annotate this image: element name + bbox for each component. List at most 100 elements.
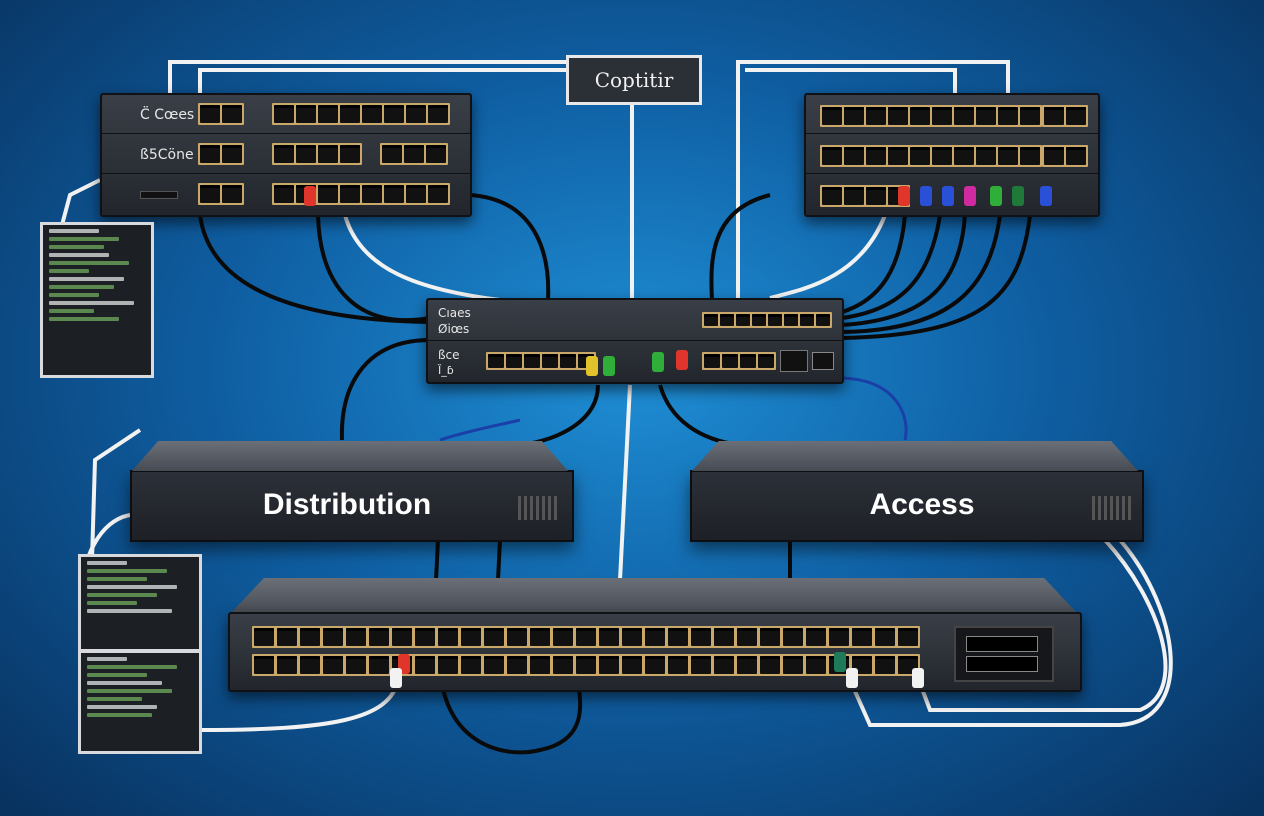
port[interactable]: [346, 628, 366, 646]
port[interactable]: [844, 187, 864, 205]
port[interactable]: [998, 107, 1018, 125]
terminal-window-top[interactable]: [40, 222, 154, 378]
port[interactable]: [318, 185, 338, 203]
port[interactable]: [428, 185, 448, 203]
port[interactable]: [222, 185, 242, 203]
port[interactable]: [507, 628, 527, 646]
port[interactable]: [932, 147, 952, 165]
port[interactable]: [954, 107, 974, 125]
port[interactable]: [461, 656, 481, 674]
port[interactable]: [323, 656, 343, 674]
port[interactable]: [576, 628, 596, 646]
port[interactable]: [691, 628, 711, 646]
port[interactable]: [274, 145, 294, 163]
port[interactable]: [222, 105, 242, 123]
port[interactable]: [668, 628, 688, 646]
port[interactable]: [599, 656, 619, 674]
port[interactable]: [875, 628, 895, 646]
port[interactable]: [296, 145, 316, 163]
port[interactable]: [277, 656, 297, 674]
port[interactable]: [668, 656, 688, 674]
port[interactable]: [1066, 147, 1086, 165]
port[interactable]: [866, 187, 886, 205]
sfp-slot[interactable]: [966, 656, 1038, 672]
port[interactable]: [488, 354, 504, 368]
port[interactable]: [783, 656, 803, 674]
port[interactable]: [1020, 147, 1040, 165]
port[interactable]: [382, 145, 402, 163]
port[interactable]: [507, 656, 527, 674]
port[interactable]: [384, 105, 404, 123]
port[interactable]: [760, 656, 780, 674]
port[interactable]: [369, 656, 389, 674]
port[interactable]: [222, 145, 242, 163]
white-plug[interactable]: [846, 668, 858, 688]
white-plug[interactable]: [912, 668, 924, 688]
red-plug[interactable]: [676, 350, 688, 370]
port[interactable]: [428, 105, 448, 123]
port[interactable]: [599, 628, 619, 646]
port[interactable]: [300, 628, 320, 646]
port[interactable]: [806, 628, 826, 646]
port[interactable]: [760, 628, 780, 646]
port[interactable]: [274, 105, 294, 123]
port[interactable]: [888, 147, 908, 165]
port[interactable]: [829, 628, 849, 646]
magenta-plug[interactable]: [964, 186, 976, 206]
port[interactable]: [346, 656, 366, 674]
uplink-module[interactable]: [954, 626, 1054, 682]
port[interactable]: [506, 354, 522, 368]
port[interactable]: [622, 656, 642, 674]
port[interactable]: [406, 105, 426, 123]
sfp-slot[interactable]: [966, 636, 1038, 652]
port[interactable]: [714, 628, 734, 646]
port[interactable]: [277, 628, 297, 646]
port[interactable]: [1044, 107, 1064, 125]
port[interactable]: [852, 628, 872, 646]
port[interactable]: [404, 145, 424, 163]
port[interactable]: [484, 628, 504, 646]
port[interactable]: [976, 147, 996, 165]
port[interactable]: [392, 628, 412, 646]
green-plug[interactable]: [652, 352, 664, 372]
port[interactable]: [384, 185, 404, 203]
port[interactable]: [340, 185, 360, 203]
port[interactable]: [406, 185, 426, 203]
port[interactable]: [553, 656, 573, 674]
port[interactable]: [1044, 147, 1064, 165]
port[interactable]: [822, 147, 842, 165]
port[interactable]: [530, 656, 550, 674]
port[interactable]: [415, 656, 435, 674]
port[interactable]: [524, 354, 540, 368]
port[interactable]: [323, 628, 343, 646]
port[interactable]: [704, 354, 720, 368]
port[interactable]: [530, 628, 550, 646]
port[interactable]: [691, 656, 711, 674]
red-plug[interactable]: [898, 186, 910, 206]
port[interactable]: [254, 656, 274, 674]
port[interactable]: [362, 185, 382, 203]
terminal-window-mid[interactable]: [78, 554, 202, 652]
port[interactable]: [866, 107, 886, 125]
port[interactable]: [438, 628, 458, 646]
port[interactable]: [576, 656, 596, 674]
port[interactable]: [910, 107, 930, 125]
port[interactable]: [910, 147, 930, 165]
port[interactable]: [426, 145, 446, 163]
port[interactable]: [461, 628, 481, 646]
blue-plug[interactable]: [920, 186, 932, 206]
port[interactable]: [722, 354, 738, 368]
port[interactable]: [875, 656, 895, 674]
green-plug[interactable]: [834, 652, 846, 672]
port[interactable]: [340, 145, 360, 163]
port[interactable]: [200, 105, 220, 123]
port[interactable]: [898, 628, 918, 646]
port[interactable]: [340, 105, 360, 123]
port[interactable]: [714, 656, 734, 674]
port[interactable]: [704, 314, 718, 326]
port[interactable]: [737, 628, 757, 646]
port[interactable]: [720, 314, 734, 326]
port[interactable]: [822, 107, 842, 125]
port[interactable]: [752, 314, 766, 326]
port[interactable]: [758, 354, 774, 368]
